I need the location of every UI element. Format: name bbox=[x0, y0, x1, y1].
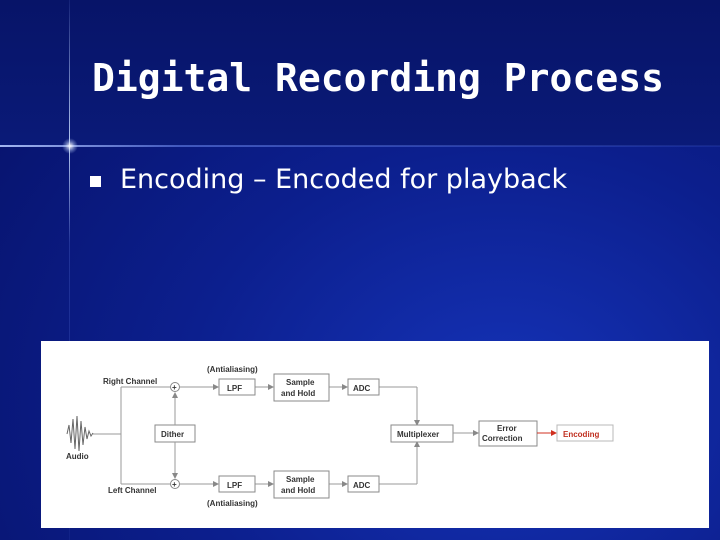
square-bullet-icon bbox=[90, 175, 101, 187]
decorative-vertical-line bbox=[69, 0, 70, 540]
antialiasing-top-label: (Antialiasing) bbox=[207, 365, 258, 374]
title-band bbox=[0, 0, 720, 146]
bottom-chain-lines bbox=[180, 441, 420, 487]
decorative-sparkle bbox=[62, 138, 78, 154]
adc-bottom-label: ADC bbox=[353, 481, 371, 490]
sample-hold-top-box bbox=[273, 373, 330, 402]
adc-top-box bbox=[347, 378, 380, 396]
lpf-bottom-label: LPF bbox=[227, 481, 242, 490]
bullet-item: Encoding – Encoded for playback bbox=[90, 164, 567, 195]
encoding-label: Encoding bbox=[563, 430, 600, 439]
lpf-bottom-box bbox=[218, 475, 256, 493]
top-chain-lines bbox=[180, 384, 420, 426]
left-sum-plus: + bbox=[172, 480, 177, 489]
block-diagram-svg: Audio Right Channel Left Channel + + Dit… bbox=[66, 365, 614, 508]
dither-label: Dither bbox=[161, 430, 184, 439]
audio-label: Audio bbox=[66, 452, 89, 461]
encoding-box bbox=[556, 424, 614, 442]
adc-bottom-box bbox=[347, 475, 380, 493]
error-correction-line1: Error bbox=[497, 424, 517, 433]
sample-hold-top-line2: and Hold bbox=[281, 389, 315, 398]
right-channel-label: Right Channel bbox=[103, 377, 157, 386]
sample-hold-bottom-line2: and Hold bbox=[281, 486, 315, 495]
sample-hold-bottom-line1: Sample bbox=[286, 475, 315, 484]
error-correction-box bbox=[478, 420, 538, 447]
lpf-top-box bbox=[218, 378, 256, 396]
right-sum-node bbox=[170, 382, 180, 392]
audio-waveform-icon bbox=[66, 415, 94, 452]
lpf-top-label: LPF bbox=[227, 384, 242, 393]
encoding-diagram: Audio Right Channel Left Channel + + Dit… bbox=[41, 341, 709, 528]
audio-split-lines bbox=[93, 386, 170, 485]
adc-top-label: ADC bbox=[353, 384, 371, 393]
left-channel-label: Left Channel bbox=[108, 486, 156, 495]
left-sum-node bbox=[170, 479, 180, 489]
antialiasing-bottom-label: (Antialiasing) bbox=[207, 499, 258, 508]
sample-hold-top-line1: Sample bbox=[286, 378, 315, 387]
bullet-text: Encoding – Encoded for playback bbox=[120, 164, 568, 195]
right-sum-plus: + bbox=[172, 383, 177, 392]
error-correction-line2: Correction bbox=[482, 434, 523, 443]
decorative-horizontal-line bbox=[0, 145, 720, 147]
sample-hold-bottom-box bbox=[273, 470, 330, 499]
slide-title: Digital Recording Process bbox=[92, 56, 664, 100]
multiplexer-label: Multiplexer bbox=[397, 430, 439, 439]
